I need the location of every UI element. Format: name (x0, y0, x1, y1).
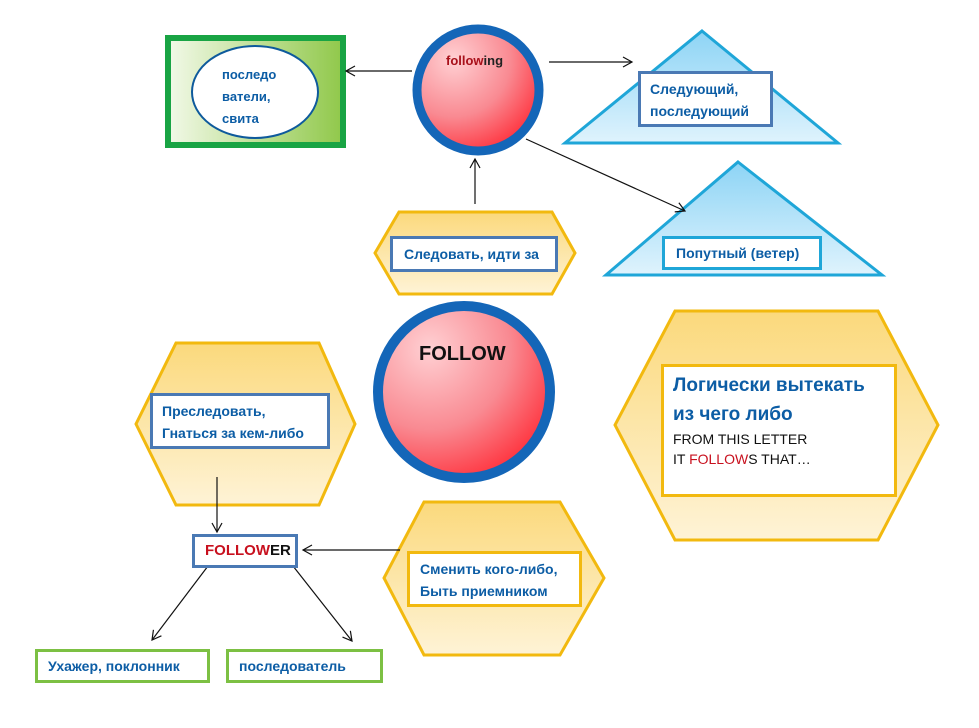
logic-example-prefix: IT (673, 451, 690, 467)
logic-example-suffix: S THAT… (748, 451, 811, 467)
logic-title-2: из чего либо (673, 404, 793, 425)
succeed-label: Сменить кого-либо, Быть приемником (407, 551, 582, 607)
succeed-line-1: Сменить кого-либо, (420, 561, 558, 577)
admirer-label: Ухажер, поклонник (35, 649, 210, 683)
following-word: following (446, 53, 503, 68)
follower-suffix: ER (269, 542, 291, 559)
arrow-to-adherent (292, 565, 353, 642)
following-word-highlight: follow (446, 53, 484, 68)
logic-example-2: IT FOLLOWS THAT… (673, 449, 894, 469)
retinue-node (165, 35, 346, 148)
succeed-line-2: Быть приемником (420, 583, 548, 599)
retinue-line-1: последо (222, 67, 277, 82)
follow-center-word: FOLLOW (419, 343, 506, 365)
pursue-line-1: Преследовать, (162, 403, 266, 419)
follower-highlight: FOLLOW (205, 542, 270, 559)
retinue-line-2: ватели, (222, 89, 271, 104)
arrow-to-admirer (151, 565, 209, 641)
fair-wind-label: Попутный (ветер) (662, 236, 822, 270)
adherent-label: последователь (226, 649, 383, 683)
next-label: Следующий, последующий (638, 71, 773, 127)
logic-title-1: Логически вытекать (673, 375, 865, 396)
logic-example-1: FROM THIS LETTER (673, 431, 808, 447)
next-line-2: последующий (650, 103, 749, 119)
follower-label: FOLLOWER (192, 534, 298, 568)
next-line-1: Следующий, (650, 81, 739, 97)
following-circle (412, 24, 544, 156)
pursue-line-2: Гнаться за кем-либо (162, 425, 304, 441)
retinue-label: последо ватели, свита (222, 64, 276, 130)
pursue-label: Преследовать, Гнаться за кем-либо (150, 393, 330, 449)
follow-go-label: Следовать, идти за (390, 236, 558, 272)
logic-label: Логически вытекать из чего либо FROM THI… (661, 364, 897, 497)
arrow-to-fair-wind (525, 138, 687, 213)
logic-example-highlight: FOLLOW (689, 451, 749, 467)
following-word-suffix: ing (483, 53, 504, 68)
retinue-line-3: свита (222, 111, 259, 126)
follow-center-circle (373, 301, 555, 483)
